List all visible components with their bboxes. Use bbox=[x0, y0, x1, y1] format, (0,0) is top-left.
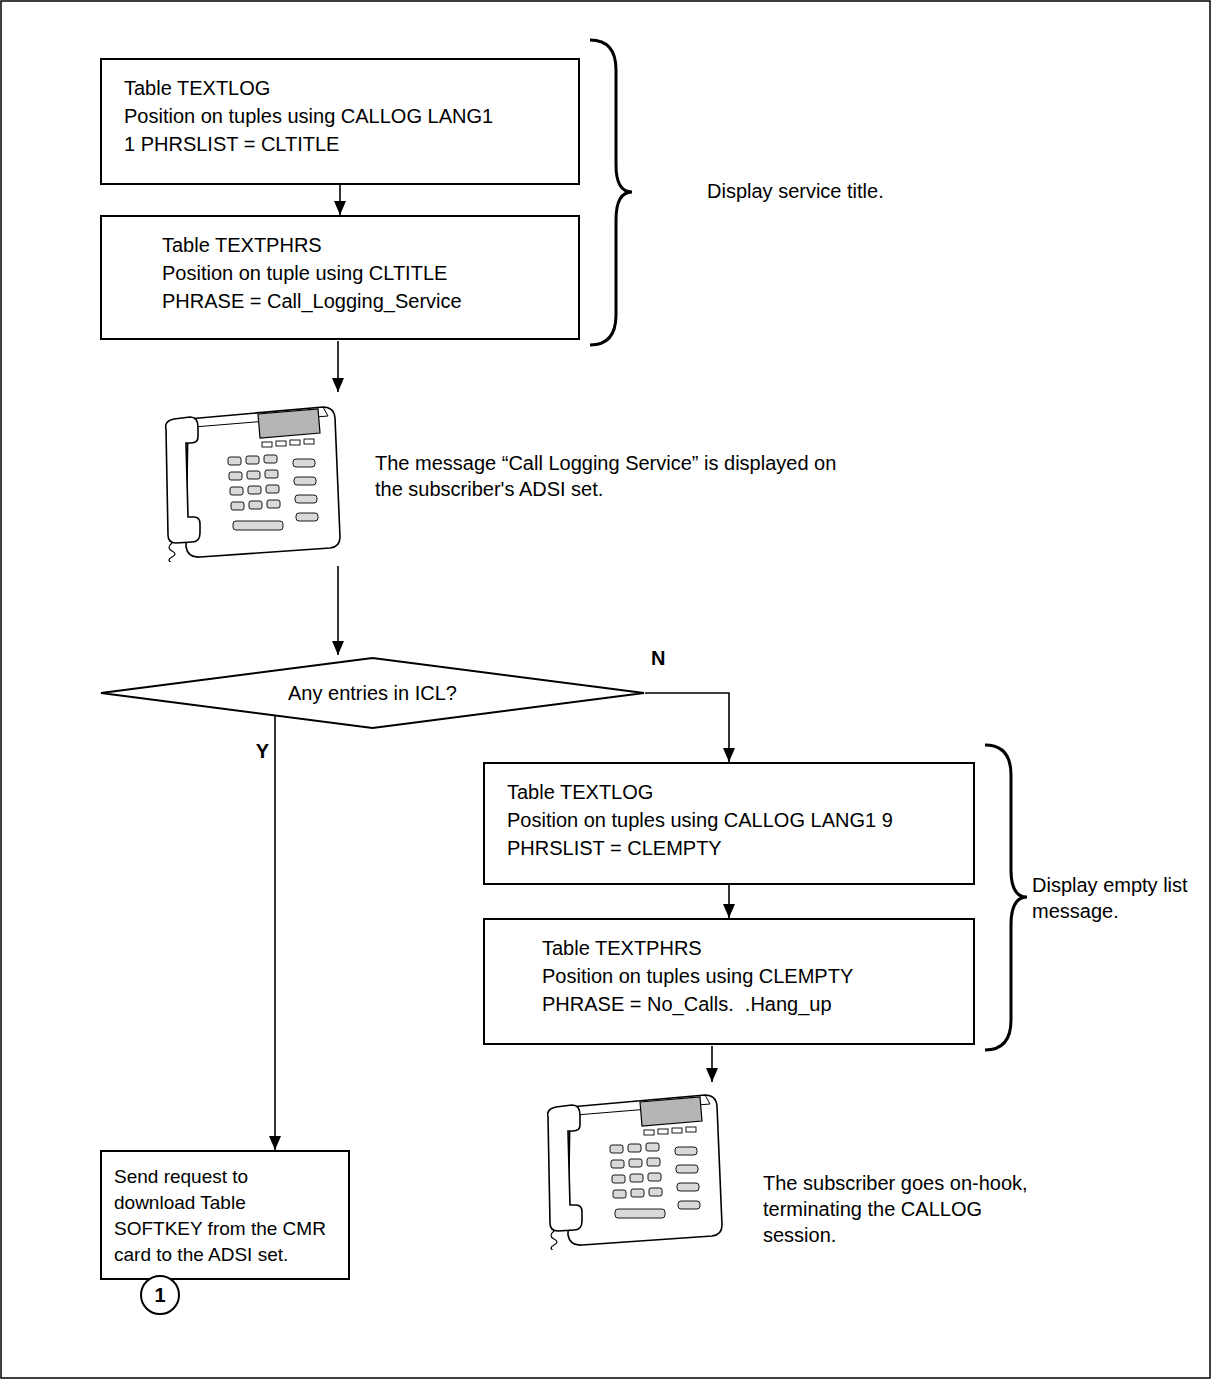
node-text: PHRASE = No_Calls. .Hang_up bbox=[542, 990, 959, 1018]
node-text: PHRASE = Call_Logging_Service bbox=[162, 287, 564, 315]
flow-arrow bbox=[337, 341, 339, 392]
node-text: Table TEXTLOG bbox=[124, 74, 564, 102]
annotation-label: The subscriber goes on-hook, terminating… bbox=[763, 1170, 1028, 1248]
branch-label: Y bbox=[254, 740, 271, 762]
node-text: Position on tuples using CALLOG LANG1 9 bbox=[507, 806, 959, 834]
node-text: Position on tuple using CLTITLE bbox=[162, 259, 564, 287]
process-box: Table TEXTPHRSPosition on tuple using CL… bbox=[100, 215, 580, 340]
node-text: Position on tuples using CALLOG LANG1 bbox=[124, 102, 564, 130]
brace bbox=[985, 745, 1027, 1050]
node-text: 1 PHRSLIST = CLTITLE bbox=[124, 130, 564, 158]
flow-connector bbox=[728, 885, 730, 918]
connector-circle: 1 bbox=[140, 1275, 180, 1315]
process-box: Table TEXTLOGPosition on tuples using CA… bbox=[100, 58, 580, 185]
diamond-shape bbox=[101, 658, 644, 728]
annotation-label: Display service title. bbox=[707, 178, 967, 204]
process-box: Table TEXTPHRSPosition on tuples using C… bbox=[483, 918, 975, 1045]
node-text: PHRSLIST = CLEMPTY bbox=[507, 834, 959, 862]
flow-connector bbox=[645, 693, 729, 762]
node-text: Position on tuples using CLEMPTY bbox=[542, 962, 959, 990]
adsi-phone-icon bbox=[166, 407, 340, 563]
branch-label: N bbox=[649, 647, 667, 669]
node-text: Table TEXTPHRS bbox=[542, 934, 959, 962]
flow-arrow bbox=[337, 566, 339, 655]
connector-number: 1 bbox=[154, 1281, 165, 1309]
node-text: Any entries in ICL? bbox=[288, 679, 457, 707]
flow-arrow bbox=[711, 1046, 713, 1082]
annotation-label: Display empty list message. bbox=[1032, 872, 1197, 924]
process-box: Table TEXTLOGPosition on tuples using CA… bbox=[483, 762, 975, 885]
process-box: Send request to download Table SOFTKEY f… bbox=[100, 1150, 350, 1280]
annotation-label: The message “Call Logging Service” is di… bbox=[375, 450, 855, 502]
adsi-phone-icon bbox=[548, 1095, 722, 1251]
node-text: Table TEXTLOG bbox=[507, 778, 959, 806]
flow-connector bbox=[339, 185, 341, 215]
node-text: Send request to download Table SOFTKEY f… bbox=[114, 1164, 334, 1268]
brace bbox=[590, 40, 632, 345]
flow-connector bbox=[274, 716, 276, 1150]
decision-diamond: Any entries in ICL? bbox=[100, 657, 645, 729]
node-text: Table TEXTPHRS bbox=[162, 231, 564, 259]
